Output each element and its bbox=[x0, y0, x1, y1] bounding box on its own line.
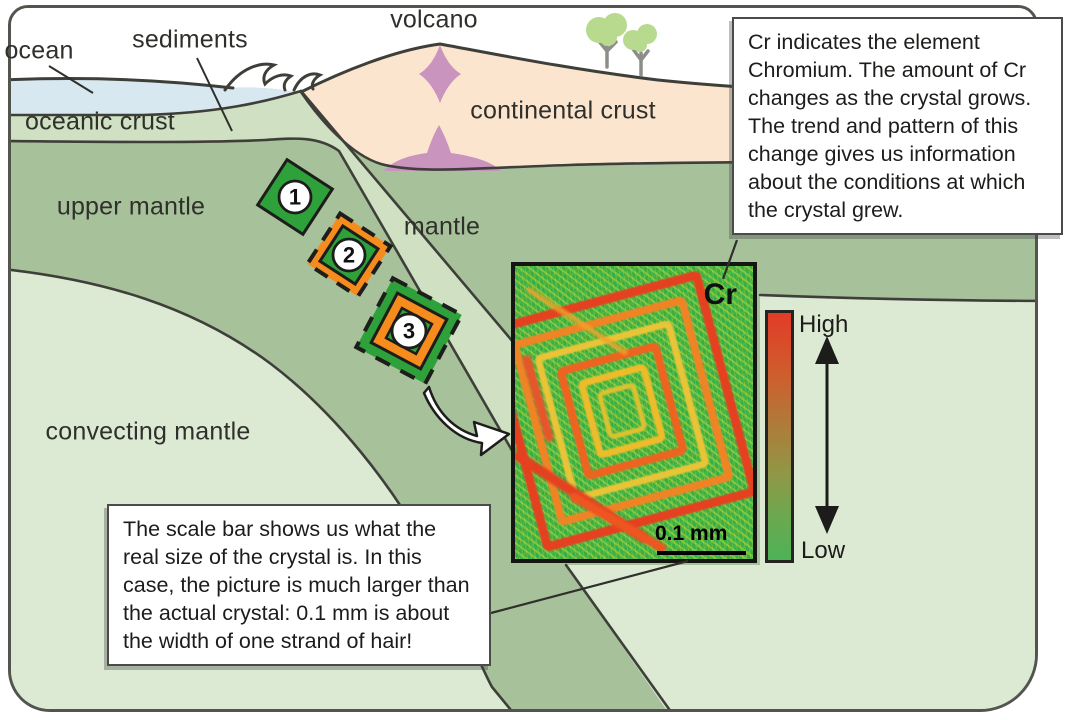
oceanic-crust-slab-region bbox=[11, 91, 525, 473]
cr-element-label: Cr bbox=[703, 278, 737, 311]
mantle-label: mantle bbox=[403, 212, 481, 241]
scale-info-callout: The scale bar shows us what the real siz… bbox=[107, 504, 491, 666]
cr-element-map: Cr 0.1 mm bbox=[511, 262, 757, 563]
volcano-label: volcano bbox=[390, 5, 478, 34]
cr-info-callout: Cr indicates the element Chromium. The a… bbox=[732, 17, 1063, 235]
oceanic-crust-label: oceanic crust bbox=[25, 107, 175, 136]
continental-crust-label: continental crust bbox=[470, 96, 656, 125]
color-scale-bar bbox=[765, 310, 794, 563]
convecting-mantle-label: convecting mantle bbox=[45, 417, 251, 446]
ocean-label: ocean bbox=[4, 36, 74, 65]
legend-low-label: Low bbox=[801, 537, 846, 564]
zoom-arrow-icon bbox=[422, 385, 511, 457]
scale-bar-label: 0.1 mm bbox=[655, 522, 728, 545]
sediments-label: sediments bbox=[132, 25, 248, 54]
ocean-leader-line bbox=[48, 65, 94, 94]
upper-mantle-label: upper mantle bbox=[56, 192, 206, 221]
high-low-arrow-icon bbox=[815, 336, 839, 534]
crystal-stage-3: 3 bbox=[353, 275, 465, 387]
wave-icon bbox=[223, 62, 324, 92]
stage-number-circle bbox=[277, 179, 313, 215]
leader-lines bbox=[48, 57, 233, 132]
stage-number: 2 bbox=[343, 243, 355, 268]
scale-bar bbox=[657, 551, 746, 555]
tree-icons bbox=[586, 13, 657, 77]
stage-number: 1 bbox=[289, 185, 301, 210]
crystal-stage-1: 1 bbox=[255, 157, 335, 237]
stage-number-circle bbox=[390, 312, 428, 350]
magma-diamond bbox=[419, 45, 461, 103]
stage-number: 3 bbox=[403, 319, 415, 344]
magma-plume bbox=[384, 125, 501, 171]
sediments-leader-line bbox=[196, 57, 233, 132]
crystal-stage-2: 2 bbox=[304, 210, 394, 300]
legend-high-label: High bbox=[799, 311, 849, 338]
stage-number-circle bbox=[331, 237, 367, 273]
